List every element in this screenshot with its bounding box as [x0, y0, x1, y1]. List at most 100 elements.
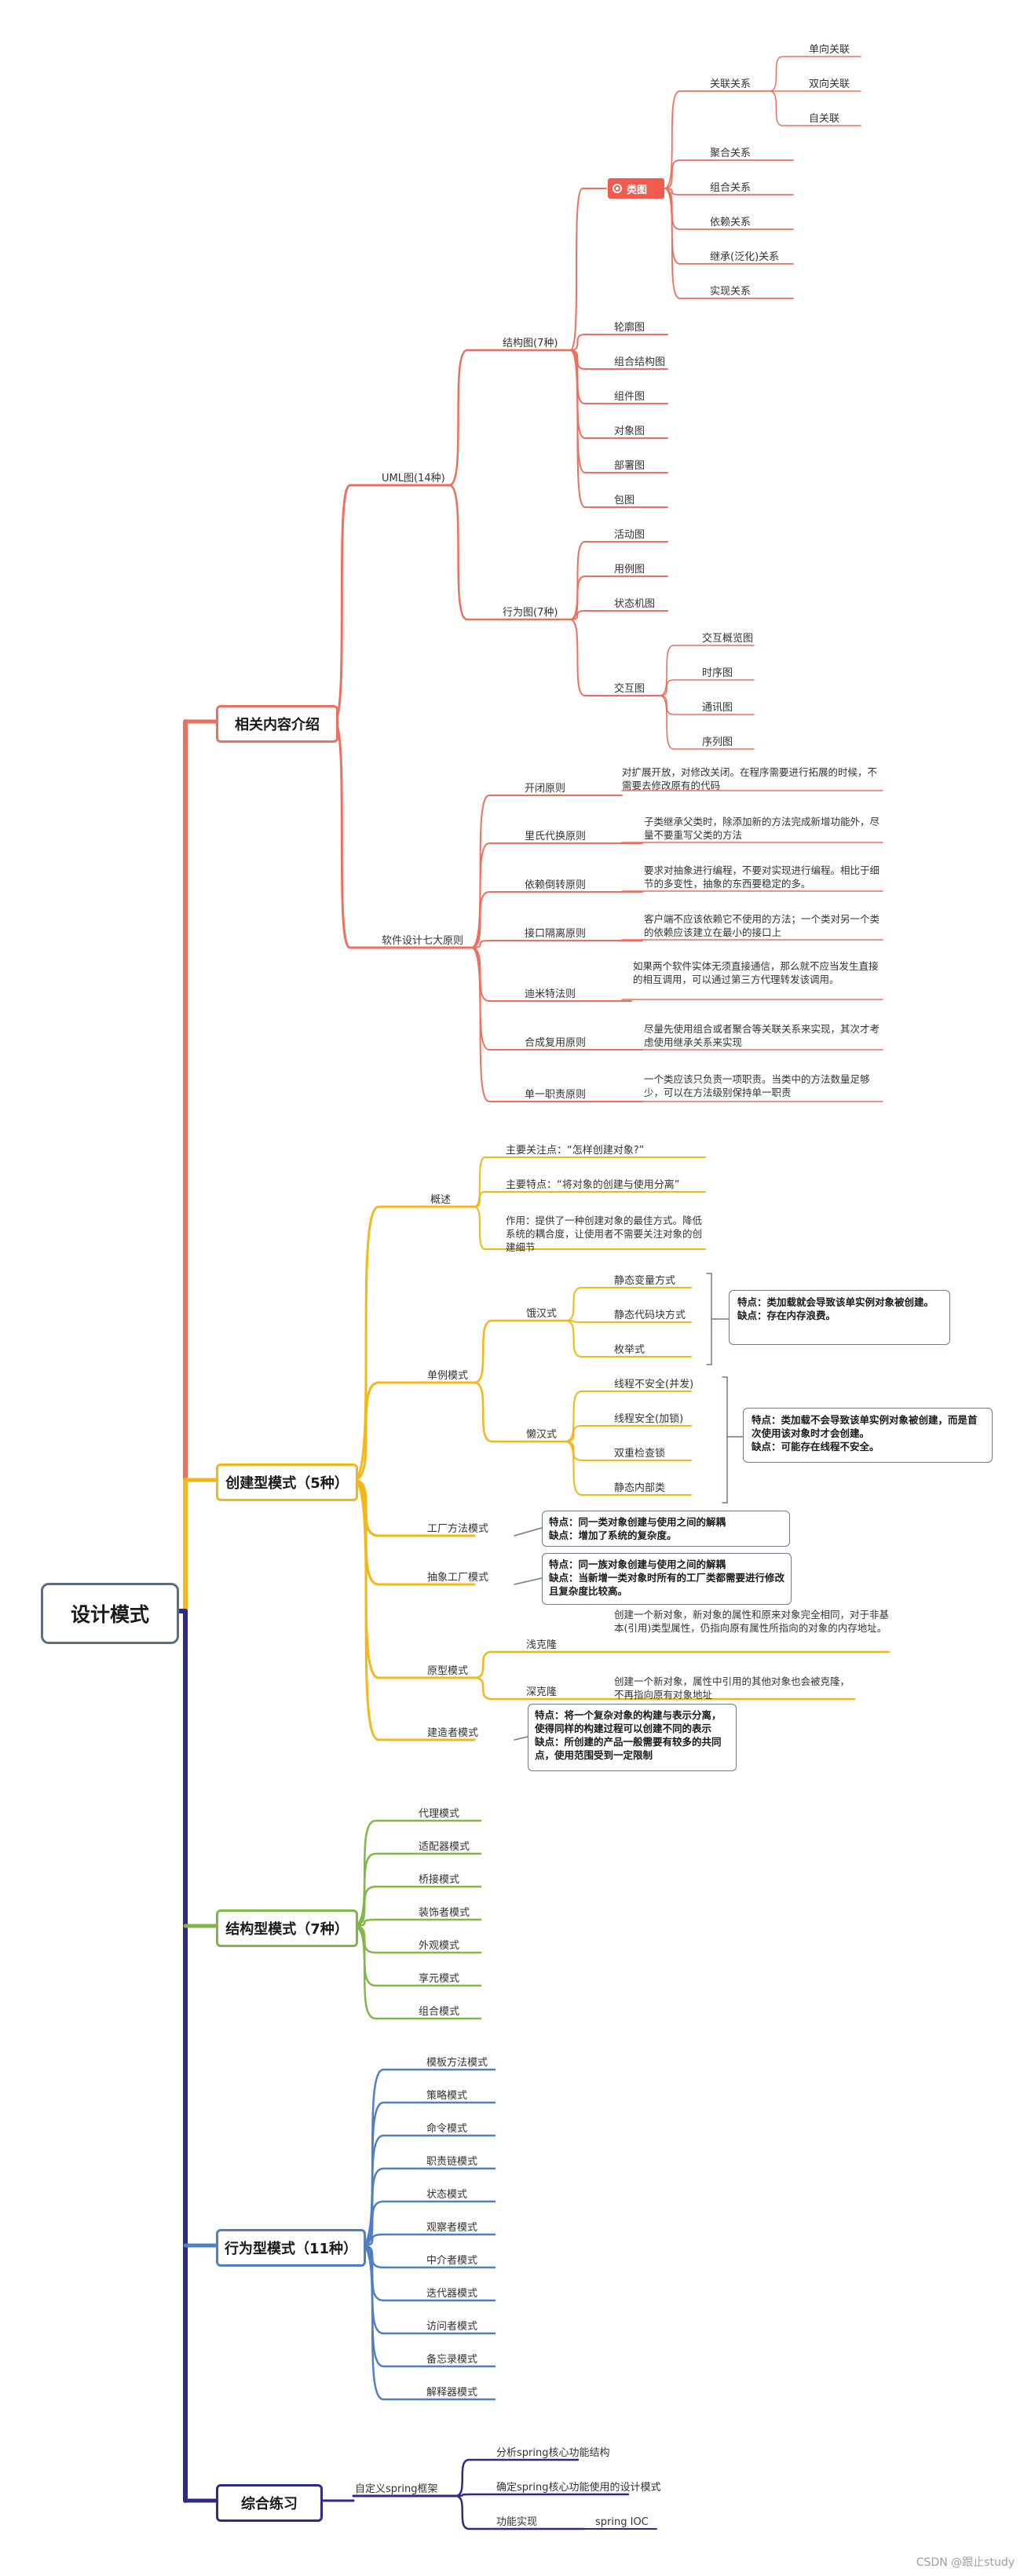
one-way-association[interactable]: 单向关联 — [809, 44, 850, 56]
connector-line-52 — [569, 610, 613, 620]
mediator-pattern[interactable]: 中介者模式 — [426, 2255, 478, 2267]
root-node[interactable]: 设计模式 — [41, 1583, 179, 1644]
singleton-node[interactable]: 单例模式 — [427, 1370, 469, 1382]
facade-pattern[interactable]: 外观模式 — [419, 1940, 460, 1952]
chain-of-responsibility-pattern[interactable]: 职责链模式 — [426, 2156, 478, 2168]
connector-line-18 — [569, 334, 613, 351]
analyze-spring-structure[interactable]: 分析spring核心功能结构 — [496, 2447, 610, 2459]
lazy-double-check[interactable]: 双重检查锁 — [614, 1448, 666, 1460]
decorator-pattern[interactable]: 装饰者模式 — [419, 1907, 470, 1919]
communication-diagram[interactable]: 通讯图 — [702, 702, 733, 714]
interaction-diagram-node[interactable]: 交互图 — [614, 683, 645, 695]
category-creational[interactable]: 创建型模式（5种） — [216, 1463, 358, 1501]
connector-line-66 — [470, 842, 524, 948]
class-diagram-node[interactable]: 类图 — [608, 178, 664, 199]
connector-line-121 — [473, 1650, 526, 1679]
category-related-intro[interactable]: 相关内容介绍 — [216, 705, 338, 743]
connector-line-146 — [352, 1924, 419, 1987]
hungry-singleton-node[interactable]: 饿汉式 — [526, 1308, 558, 1320]
hungry-enum[interactable]: 枚举式 — [614, 1344, 645, 1356]
principle-dependency-inversion-desc: 要求对抽象进行编程，不要对实现进行编程。相比于细节的多变性，抽象的东西要稳定的多… — [644, 864, 880, 890]
shallow-clone-desc: 创建一个新对象，新对象的属性和原来对象完全相同，对于非基本(引用)类型属性，仍指… — [614, 1609, 890, 1634]
dependency-relation[interactable]: 依赖关系 — [710, 217, 752, 228]
bridge-pattern[interactable]: 桥接模式 — [419, 1874, 460, 1886]
inheritance-relation[interactable]: 继承(泛化)关系 — [710, 251, 780, 263]
connector-line-40 — [664, 188, 709, 299]
principle-dependency-inversion[interactable]: 依赖倒转原则 — [525, 879, 587, 891]
proxy-pattern[interactable]: 代理模式 — [419, 1808, 460, 1820]
state-machine-diagram[interactable]: 状态机图 — [614, 598, 656, 610]
uml-diagrams-node[interactable]: UML图(14种) — [382, 473, 445, 484]
principle-liskov[interactable]: 里氏代换原则 — [525, 831, 587, 842]
lazy-singleton-node[interactable]: 懒汉式 — [526, 1429, 558, 1441]
connector-line-123 — [473, 1676, 526, 1701]
visitor-pattern[interactable]: 访问者模式 — [426, 2321, 478, 2333]
prototype-node[interactable]: 原型模式 — [427, 1665, 469, 1677]
feature-implementation[interactable]: 功能实现 — [496, 2516, 538, 2528]
lazy-singleton-note: 特点：类加载不会导致该单实例对象被创建，而是首次使用该对象时才会创建。 缺点：可… — [743, 1408, 993, 1463]
template-method-pattern[interactable]: 模板方法模式 — [426, 2057, 488, 2069]
use-case-diagram[interactable]: 用例图 — [614, 564, 645, 575]
behavior-diagrams-node[interactable]: 行为图(7种) — [503, 607, 558, 619]
composite-structure-diagram[interactable]: 组合结构图 — [614, 356, 666, 368]
lazy-unsafe[interactable]: 线程不安全(并发) — [614, 1379, 694, 1390]
activity-diagram[interactable]: 活动图 — [614, 529, 645, 541]
principle-demeter[interactable]: 迪米特法则 — [525, 988, 576, 1000]
structure-diagrams-node[interactable]: 结构图(7种) — [503, 338, 558, 349]
lazy-synchronized[interactable]: 线程安全(加锁) — [614, 1413, 684, 1425]
connector-line-56 — [659, 645, 701, 696]
sequence-diagram-1[interactable]: 时序图 — [702, 667, 733, 679]
sequence-diagram-2[interactable]: 序列图 — [702, 736, 733, 748]
observer-pattern[interactable]: 观察者模式 — [426, 2222, 478, 2234]
memento-pattern[interactable]: 备忘录模式 — [426, 2354, 478, 2366]
builder-note: 特点：将一个复杂对象的构建与表示分离，使得同样的构建过程可以创建不同的表示 缺点… — [528, 1704, 737, 1771]
composition-relation[interactable]: 组合关系 — [710, 182, 752, 194]
composite-pattern[interactable]: 组合模式 — [419, 2006, 460, 2018]
profile-diagram[interactable]: 轮廓图 — [614, 322, 645, 334]
hungry-static-block[interactable]: 静态代码块方式 — [614, 1310, 686, 1321]
strategy-pattern[interactable]: 策略模式 — [426, 2090, 468, 2102]
spring-ioc-node[interactable]: spring IOC — [595, 2516, 649, 2528]
state-pattern[interactable]: 状态模式 — [426, 2189, 468, 2201]
determine-spring-patterns[interactable]: 确定spring核心功能使用的设计模式 — [496, 2482, 661, 2494]
connector-line-135 — [514, 1736, 528, 1741]
category-behavioral[interactable]: 行为型模式（11种） — [216, 2229, 366, 2267]
connector-line-70 — [470, 940, 524, 948]
component-diagram[interactable]: 组件图 — [614, 391, 645, 403]
association-node[interactable]: 关联关系 — [710, 79, 752, 90]
connector-line-11 — [332, 720, 382, 949]
hungry-static-variable[interactable]: 静态变量方式 — [614, 1275, 676, 1287]
custom-spring-node[interactable]: 自定义spring框架 — [355, 2483, 438, 2495]
interpreter-pattern[interactable]: 解释器模式 — [426, 2387, 478, 2399]
aggregation-relation[interactable]: 聚合关系 — [710, 148, 752, 159]
adapter-pattern[interactable]: 适配器模式 — [419, 1841, 470, 1853]
command-pattern[interactable]: 命令模式 — [426, 2123, 468, 2135]
principle-interface-segregation[interactable]: 接口隔离原则 — [525, 928, 587, 940]
realization-relation[interactable]: 实现关系 — [710, 286, 752, 298]
category-practice[interactable]: 综合练习 — [216, 2484, 323, 2522]
abstract-factory-node[interactable]: 抽象工厂模式 — [427, 1572, 489, 1584]
factory-method-node[interactable]: 工厂方法模式 — [427, 1523, 489, 1535]
seven-principles-node[interactable]: 软件设计七大原则 — [382, 935, 464, 947]
object-diagram[interactable]: 对象图 — [614, 426, 645, 437]
flyweight-pattern[interactable]: 享元模式 — [419, 1973, 460, 1985]
lazy-static-inner-class[interactable]: 静态内部类 — [614, 1482, 666, 1494]
principle-composite-reuse[interactable]: 合成复用原则 — [525, 1037, 587, 1049]
package-diagram[interactable]: 包图 — [614, 495, 635, 506]
principle-single-responsibility[interactable]: 单一职责原则 — [525, 1089, 587, 1101]
target-icon — [613, 184, 622, 193]
self-association[interactable]: 自关联 — [809, 113, 840, 125]
deployment-diagram[interactable]: 部署图 — [614, 460, 645, 472]
connector-line-30 — [664, 90, 709, 189]
two-way-association[interactable]: 双向关联 — [809, 79, 850, 90]
overview-node[interactable]: 概述 — [430, 1194, 452, 1206]
builder-node[interactable]: 建造者模式 — [427, 1727, 479, 1739]
shallow-clone-node[interactable]: 浅克隆 — [526, 1639, 558, 1651]
deep-clone-node[interactable]: 深克隆 — [526, 1686, 558, 1698]
interaction-overview-diagram[interactable]: 交互概览图 — [702, 633, 754, 645]
connector-line-32 — [664, 159, 709, 189]
category-structural[interactable]: 结构型模式（7种） — [216, 1909, 358, 1947]
iterator-pattern[interactable]: 迭代器模式 — [426, 2288, 478, 2300]
principle-open-closed[interactable]: 开闭原则 — [525, 783, 566, 795]
